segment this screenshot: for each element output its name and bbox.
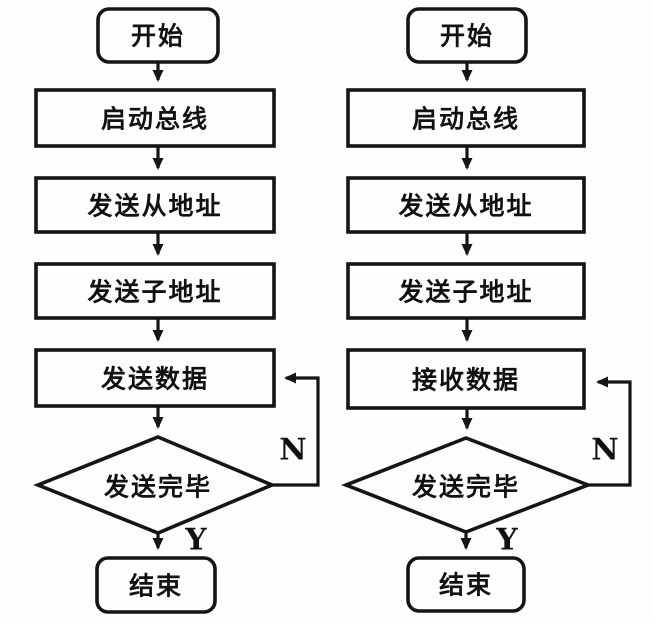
left-send-data-label: 发送数据 bbox=[100, 365, 209, 394]
right-end-label: 结束 bbox=[439, 571, 493, 600]
left-start-label: 开始 bbox=[131, 22, 185, 51]
left-slave-addr-box bbox=[34, 176, 276, 234]
right-sub-addr-label: 发送子地址 bbox=[397, 278, 533, 307]
right-flowchart: 开始 启动总线 发送从地址 发送子地址 接收数据 发送完毕 N Y 结束 bbox=[341, 7, 632, 613]
right-sub-addr-box bbox=[346, 262, 586, 320]
right-start-bus-label: 启动总线 bbox=[412, 105, 520, 134]
left-yes-label: Y bbox=[184, 523, 207, 558]
right-decision-label: 发送完毕 bbox=[411, 473, 520, 502]
right-slave-addr-label: 发送从地址 bbox=[397, 192, 533, 221]
left-no-loop-line bbox=[272, 372, 320, 487]
right-start-label: 开始 bbox=[440, 22, 494, 51]
left-flowchart: 开始 启动总线 发送从地址 发送子地址 发送数据 发送完毕 N Y 结束 bbox=[33, 7, 320, 614]
left-end-label: 结束 bbox=[129, 572, 183, 601]
left-no-label: N bbox=[279, 433, 306, 468]
left-sub-addr-box bbox=[34, 262, 276, 320]
left-end-terminal bbox=[95, 556, 217, 614]
right-end-terminal bbox=[406, 556, 526, 613]
right-receive-data-label: 接收数据 bbox=[412, 366, 520, 395]
left-sub-addr-label: 发送子地址 bbox=[86, 278, 222, 307]
left-decision-label: 发送完毕 bbox=[103, 473, 212, 502]
right-yes-label: Y bbox=[495, 523, 518, 558]
left-start-bus-label: 启动总线 bbox=[101, 105, 209, 134]
right-no-label: N bbox=[591, 433, 618, 468]
left-send-data-box bbox=[34, 348, 276, 408]
right-no-loop-line bbox=[588, 376, 632, 487]
left-slave-addr-label: 发送从地址 bbox=[86, 192, 222, 221]
left-start-bus-box bbox=[34, 88, 276, 148]
right-start-bus-box bbox=[346, 88, 586, 148]
